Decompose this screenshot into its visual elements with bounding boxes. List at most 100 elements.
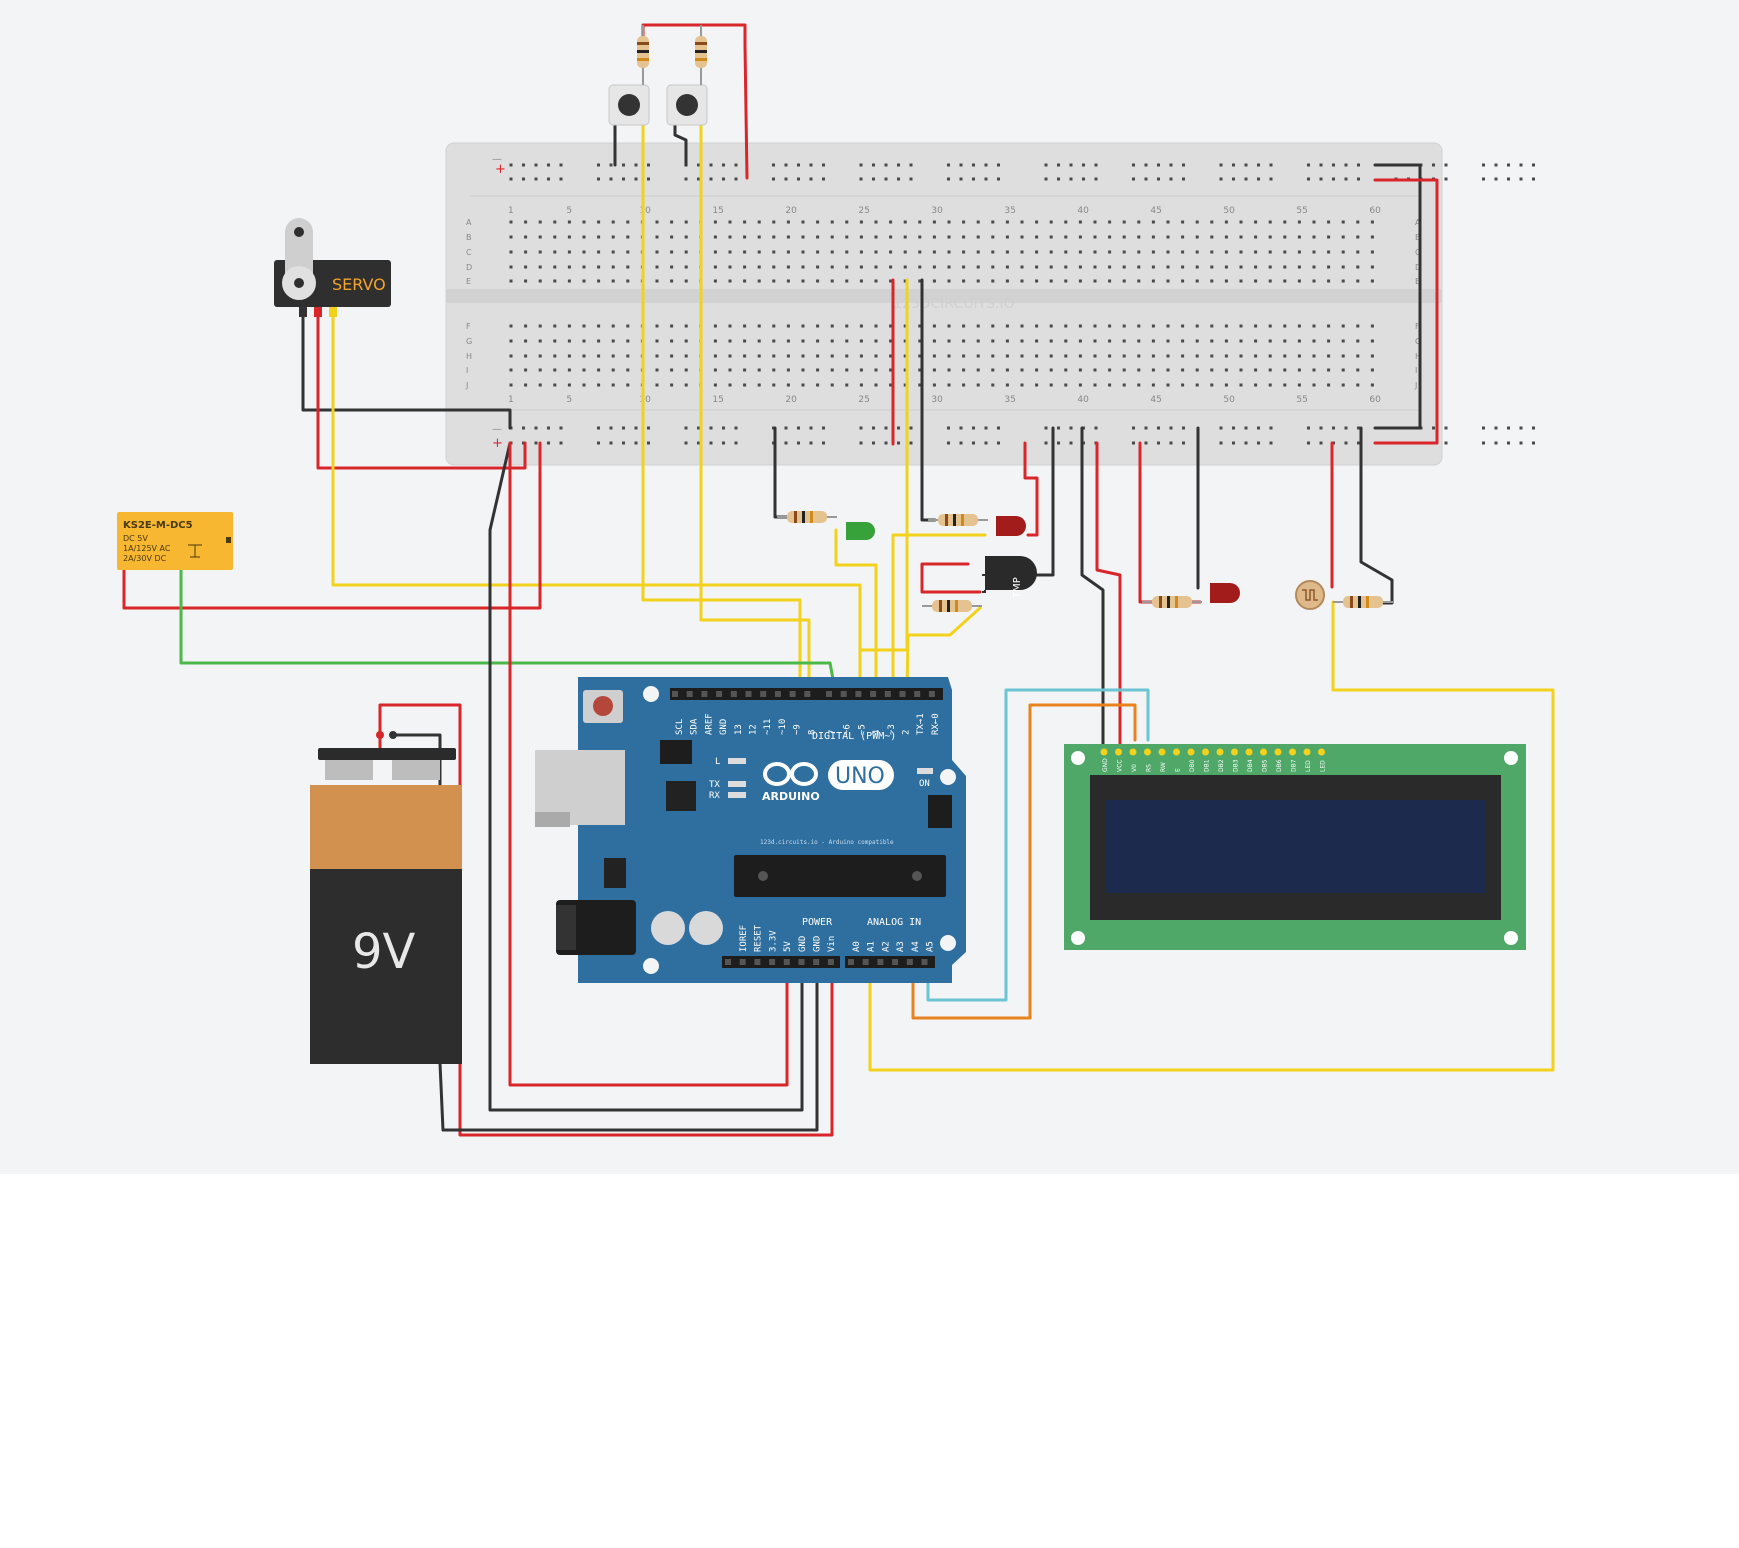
arduino-analog-pin-label: A0	[852, 941, 862, 952]
breadboard-column-number: 40	[1077, 395, 1089, 405]
breadboard-column-number: 35	[1004, 206, 1015, 216]
pushbutton-2[interactable]	[666, 84, 708, 126]
lcd-pin-label: E	[1175, 768, 1182, 772]
breadboard-row-letter: J	[465, 381, 468, 390]
breadboard-row-letter: H	[1415, 352, 1421, 361]
wire-button2-signal[interactable]	[699, 123, 811, 692]
resistor-led-green[interactable]	[777, 511, 837, 523]
arduino-brand: ARDUINO	[762, 790, 820, 803]
battery-label: 9V	[352, 924, 416, 980]
resistor-button-2[interactable]	[695, 25, 707, 85]
temperature-sensor[interactable]: TMP	[982, 556, 1037, 599]
battery-9v[interactable]: 9V	[310, 731, 462, 1064]
wire-servo-gnd[interactable]	[301, 308, 512, 430]
wire-tmp-signal[interactable]	[905, 606, 982, 692]
resistor-led-red-2[interactable]	[1142, 596, 1202, 608]
wire-led-red2-power[interactable]	[1138, 441, 1202, 604]
wire-rail-gnd-bridge[interactable]	[1373, 163, 1422, 430]
arduino-power-label: POWER	[802, 917, 833, 928]
photoresistor[interactable]	[1295, 580, 1325, 610]
breadboard-column-number: 45	[1150, 395, 1161, 405]
breadboard-row-letter: G	[1415, 337, 1421, 346]
led-red-2[interactable]	[1210, 583, 1240, 603]
arduino-digital-pin-label: GND	[719, 719, 729, 735]
breadboard-row-letter: J	[1414, 381, 1417, 390]
arduino-uno[interactable]: UNO ARDUINO 123d.circuits.io - Arduino c…	[535, 677, 966, 983]
wire-servo-signal[interactable]	[331, 308, 862, 692]
wire-ldr-signal[interactable]	[868, 600, 1555, 1072]
breadboard-column-number: 55	[1296, 395, 1307, 405]
arduino-digital-pin-label: 2	[902, 730, 912, 735]
lcd-pin-label: GND	[1102, 758, 1109, 772]
breadboard-column-number: 5	[566, 206, 572, 216]
lcd-pin-label: DB6	[1276, 759, 1283, 772]
arduino-digital-pin-label: ~10	[778, 719, 788, 735]
wire-led-green-signal[interactable]	[834, 528, 878, 692]
resistor-led-red-1[interactable]	[928, 514, 988, 526]
arduino-digital-pin-label: SDA	[690, 718, 700, 735]
led-red-1[interactable]	[996, 516, 1026, 536]
breadboard-column-number: 25	[858, 395, 869, 405]
rail-plus-label-top: +	[495, 162, 506, 177]
breadboard-column-number: 20	[785, 395, 797, 405]
lcd-pin-label: DB7	[1291, 759, 1298, 772]
relay-module[interactable]: KS2E-M-DC5 DC 5V 1A/125V AC 2A/30V DC	[117, 512, 233, 570]
arduino-on-label: ON	[919, 779, 930, 789]
resistor-button-1[interactable]	[637, 25, 649, 85]
breadboard-row-letter: B	[1415, 233, 1421, 242]
wire-button2-gnd[interactable]	[673, 123, 688, 167]
breadboard-column-number: 10	[639, 395, 651, 405]
pushbutton-1[interactable]	[608, 84, 650, 126]
wire-battery-gnd-rail[interactable]	[488, 441, 804, 1112]
lcd-pin-label: LED	[1320, 760, 1327, 772]
wire-tmp-power[interactable]	[920, 562, 982, 594]
tmp-label: TMP	[1012, 577, 1023, 599]
breadboard-row-letter: E	[466, 277, 471, 286]
wire-button1-signal[interactable]	[641, 123, 802, 692]
wires	[122, 23, 1555, 1137]
lcd-pin-label: V0	[1131, 764, 1138, 772]
servo-motor[interactable]: SERVO	[274, 218, 391, 317]
wire-rail-5v[interactable]	[508, 441, 789, 1087]
relay-line3: 2A/30V DC	[123, 554, 167, 563]
lcd-pin-label: DB5	[1262, 759, 1269, 772]
arduino-digital-pin-label: AREF	[704, 713, 714, 735]
wire-lcd-rs[interactable]	[926, 688, 1150, 1002]
breadboard-row-letter: E	[1415, 277, 1420, 286]
breadboard-row-letter: I	[1415, 366, 1417, 375]
breadboard-column-number: 15	[712, 206, 723, 216]
arduino-credit: 123d.circuits.io - Arduino compatible	[760, 839, 894, 846]
wire-relay-power[interactable]	[122, 441, 542, 610]
wire-yellow-jumper[interactable]	[858, 278, 909, 692]
breadboard-column-number: 15	[712, 395, 723, 405]
lcd-pin-label: LED	[1305, 760, 1312, 772]
arduino-digital-pin-label: 4	[872, 730, 882, 735]
arduino-digital-pin-label: 13	[734, 724, 744, 735]
arduino-digital-pin-label: ~5	[857, 724, 867, 735]
wire-rail-power-bridge[interactable]	[1373, 178, 1439, 445]
arduino-analog-pin-label: A3	[896, 941, 906, 952]
wire-lcd-v0[interactable]	[911, 703, 1137, 1020]
wire-led-red1-power[interactable]	[1023, 441, 1039, 537]
wire-led-red1-signal[interactable]	[891, 533, 987, 692]
wire-servo-power[interactable]	[316, 308, 527, 470]
wire-battery-gnd[interactable]	[391, 733, 819, 1132]
breadboard-column-number: 50	[1223, 395, 1235, 405]
wire-relay-signal[interactable]	[179, 566, 837, 692]
resistor-ldr[interactable]	[1333, 596, 1393, 608]
breadboard-column-number: 60	[1369, 206, 1381, 216]
lcd-pin-label: RS	[1146, 764, 1153, 772]
led-green[interactable]	[846, 522, 875, 540]
relay-line1: DC 5V	[123, 534, 148, 543]
arduino-power-pin-label: GND	[798, 936, 808, 952]
lcd-pin-label: DB4	[1247, 759, 1254, 772]
wire-lcd-vcc[interactable]	[1095, 441, 1122, 752]
arduino-model: UNO	[835, 764, 885, 789]
wire-lcd-gnd[interactable]	[1080, 426, 1105, 752]
arduino-power-pin-label: IOREF	[739, 925, 749, 952]
breadboard-row-letter: B	[466, 233, 472, 242]
resistor-tmp[interactable]	[922, 600, 982, 612]
